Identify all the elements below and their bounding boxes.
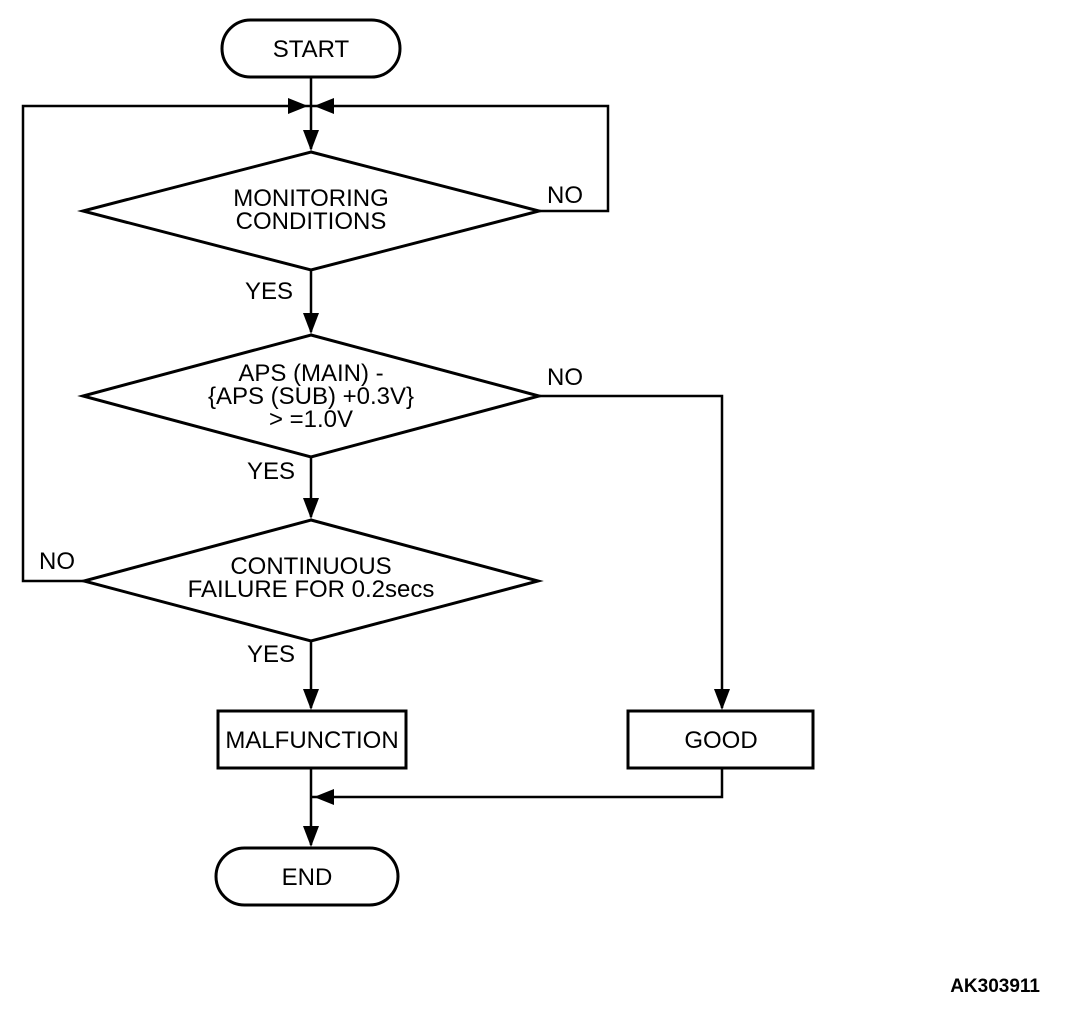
monitoring-conditions-line2: CONDITIONS: [236, 208, 387, 235]
edge-good-to-end: [312, 768, 724, 799]
edge-continuous-no-loop: [21, 104, 311, 583]
start-node: [220, 18, 402, 79]
end-node: [214, 846, 400, 907]
continuous-failure-line1: CONTINUOUS: [230, 553, 391, 580]
monitoring-conditions-decision: [77, 150, 545, 272]
aps-comparison-decision: [77, 333, 545, 459]
continuous-failure-decision: [78, 518, 544, 643]
continuous-failure-line2: FAILURE FOR 0.2secs: [188, 576, 435, 603]
arrowhead-good-join: [314, 789, 334, 805]
arrowhead-into-malfunction: [303, 689, 319, 710]
continuous-no-label: NO: [39, 548, 75, 575]
arrowhead-into-monitoring: [303, 130, 319, 151]
aps-comparison-line1: APS (MAIN) -: [238, 360, 383, 387]
arrowhead-merge-right: [314, 98, 334, 114]
monitoring-no-label: NO: [547, 182, 583, 209]
figure-code: AK303911: [950, 976, 1040, 997]
aps-comparison-line3: > =1.0V: [269, 406, 353, 433]
arrowhead-merge-left: [288, 98, 308, 114]
good-box: [626, 709, 815, 770]
end-label: END: [282, 864, 333, 891]
malfunction-box: [216, 709, 408, 770]
aps-comparison-line2: {APS (SUB) +0.3V}: [208, 383, 414, 410]
continuous-yes-label: YES: [247, 641, 295, 668]
arrowhead-into-aps: [303, 313, 319, 334]
aps-yes-label: YES: [247, 458, 295, 485]
arrowhead-into-end: [303, 826, 319, 847]
aps-no-label: NO: [547, 364, 583, 391]
malfunction-label: MALFUNCTION: [225, 727, 398, 754]
start-label: START: [273, 36, 350, 63]
arrowhead-into-good: [714, 689, 730, 710]
good-label: GOOD: [684, 727, 757, 754]
monitoring-yes-label: YES: [245, 278, 293, 305]
edge-monitoring-no-loop: [311, 104, 610, 213]
arrowhead-into-continuous: [303, 498, 319, 519]
edge-aps-no-to-good: [539, 394, 724, 708]
monitoring-conditions-line1: MONITORING: [233, 185, 389, 212]
